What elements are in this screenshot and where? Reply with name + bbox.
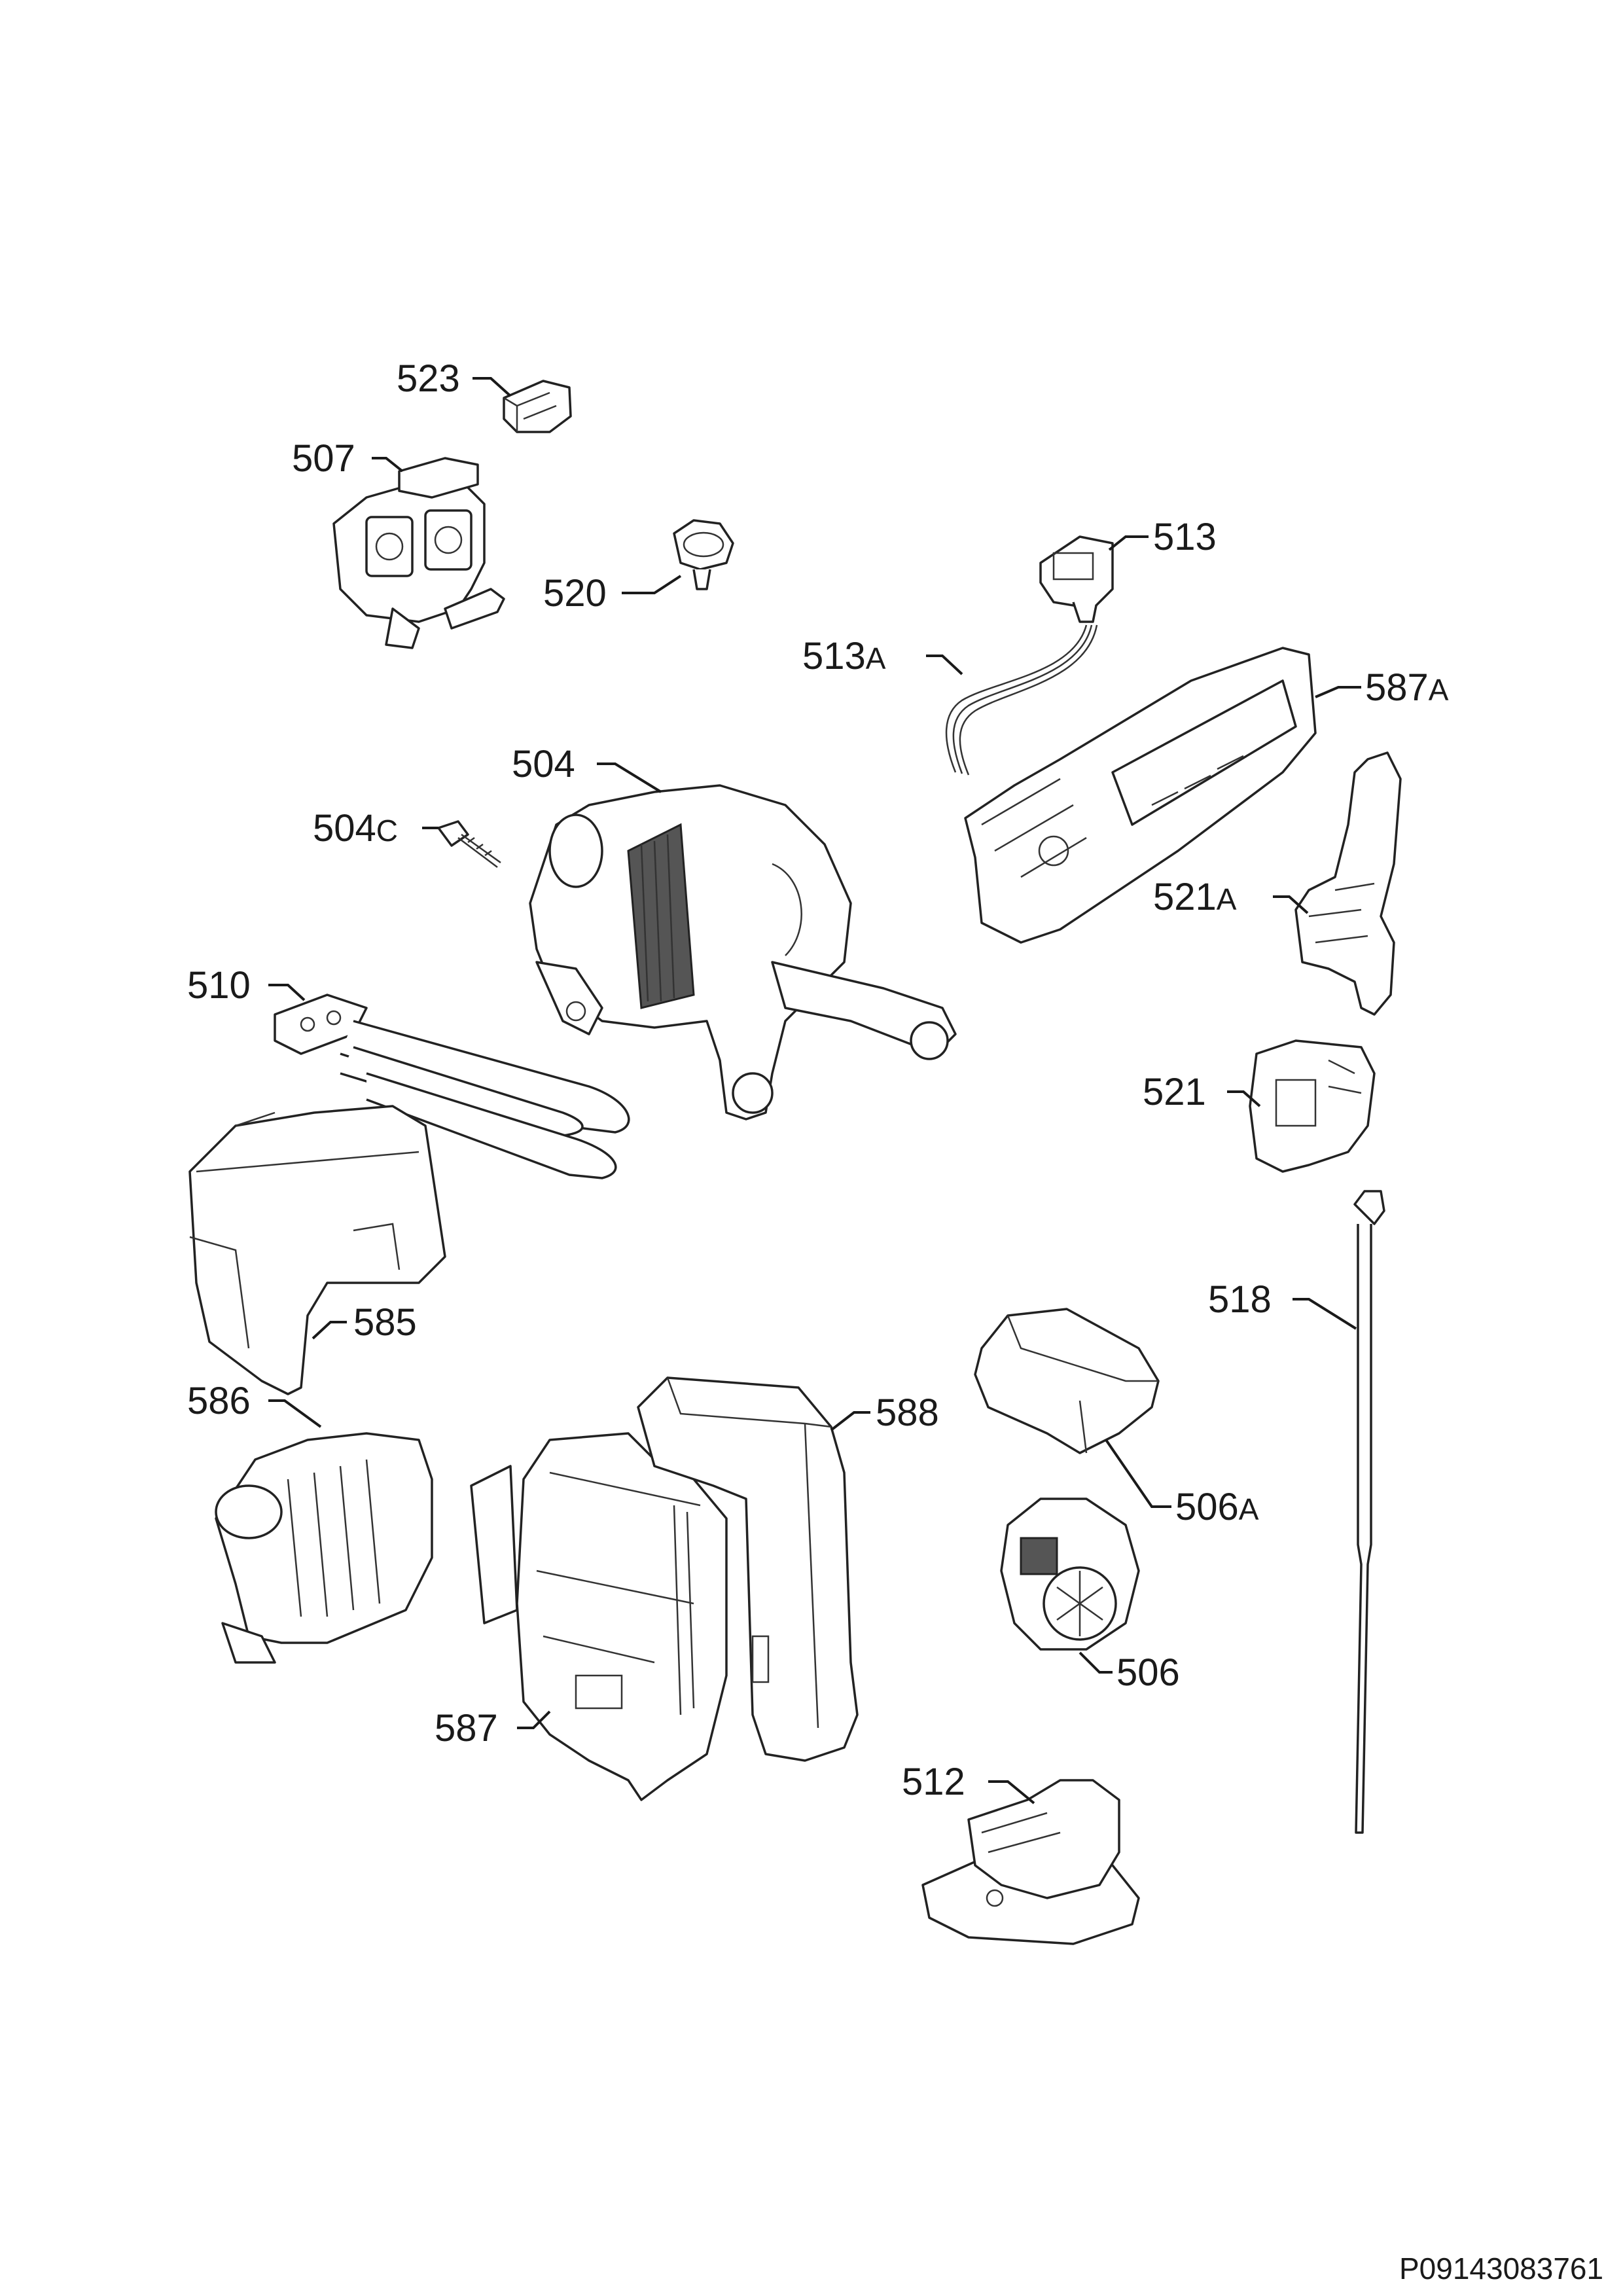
callout-513A[interactable]: 513A: [802, 635, 886, 677]
leader-587: [517, 1710, 551, 1729]
part-586-filter[interactable]: [215, 1432, 433, 1664]
callout-587[interactable]: 587: [435, 1707, 498, 1749]
leader-520: [622, 575, 682, 594]
callout-512[interactable]: 512: [902, 1761, 965, 1803]
callout-587A[interactable]: 587A: [1365, 666, 1449, 709]
callout-507[interactable]: 507: [292, 437, 355, 480]
part-512-pump-base[interactable]: [921, 1779, 1140, 1945]
callout-523[interactable]: 523: [397, 357, 460, 400]
callout-510[interactable]: 510: [187, 964, 251, 1007]
callout-585[interactable]: 585: [353, 1301, 417, 1344]
part-504-motor[interactable]: [529, 784, 957, 1121]
leader-506: [1079, 1651, 1113, 1674]
leader-510: [268, 984, 306, 1001]
callout-518[interactable]: 518: [1208, 1278, 1272, 1321]
part-520-pressure-switch[interactable]: [673, 519, 734, 590]
callout-513[interactable]: 513: [1153, 516, 1217, 558]
part-518-rod[interactable]: [1353, 1190, 1385, 1834]
part-521-door-lock[interactable]: [1249, 1039, 1376, 1173]
part-labels: 523 507 520 513 513A 587A 504 504C 521A …: [187, 357, 1449, 1803]
leader-507: [372, 457, 404, 473]
leader-518: [1293, 1298, 1357, 1330]
part-521A-bracket[interactable]: [1294, 751, 1402, 1016]
part-507-inlet-valve[interactable]: [332, 457, 505, 649]
leader-521A: [1273, 895, 1309, 914]
leader-585: [312, 1321, 347, 1340]
part-588-housing[interactable]: [637, 1376, 859, 1762]
callout-586[interactable]: 586: [187, 1380, 251, 1422]
part-506-drain-pump[interactable]: [1000, 1498, 1140, 1651]
part-506A-pump-cover[interactable]: [974, 1308, 1160, 1454]
callout-506[interactable]: 506: [1116, 1651, 1180, 1694]
leader-504: [597, 762, 662, 793]
callout-588[interactable]: 588: [876, 1391, 939, 1434]
leader-512: [988, 1780, 1035, 1804]
part-510-heating-element[interactable]: [274, 994, 630, 1179]
leader-523: [473, 377, 512, 397]
leader-521: [1227, 1090, 1261, 1107]
part-504C-screw[interactable]: [437, 820, 501, 868]
callout-521A[interactable]: 521A: [1153, 876, 1237, 918]
part-523-clip[interactable]: [503, 380, 572, 433]
leader-513: [1108, 535, 1149, 551]
callout-520[interactable]: 520: [543, 572, 607, 615]
part-513A-wire-harness[interactable]: [945, 624, 1098, 776]
callout-504C[interactable]: 504C: [313, 807, 398, 850]
callout-506A[interactable]: 506A: [1175, 1486, 1259, 1528]
leader-513A: [926, 655, 963, 675]
part-587A-control-board[interactable]: [964, 647, 1317, 944]
leader-588: [830, 1411, 870, 1431]
part-585-cover[interactable]: [188, 1105, 446, 1395]
leader-lines: [268, 377, 1361, 1804]
document-id: P09143083761: [1399, 2251, 1603, 2286]
part-587-main-board[interactable]: [470, 1432, 728, 1801]
part-513-selector[interactable]: [1039, 535, 1114, 623]
callout-504[interactable]: 504: [512, 743, 575, 785]
leader-506A: [1105, 1439, 1171, 1508]
callout-521[interactable]: 521: [1143, 1071, 1206, 1113]
leader-587A: [1315, 686, 1361, 698]
leader-586: [268, 1399, 322, 1428]
